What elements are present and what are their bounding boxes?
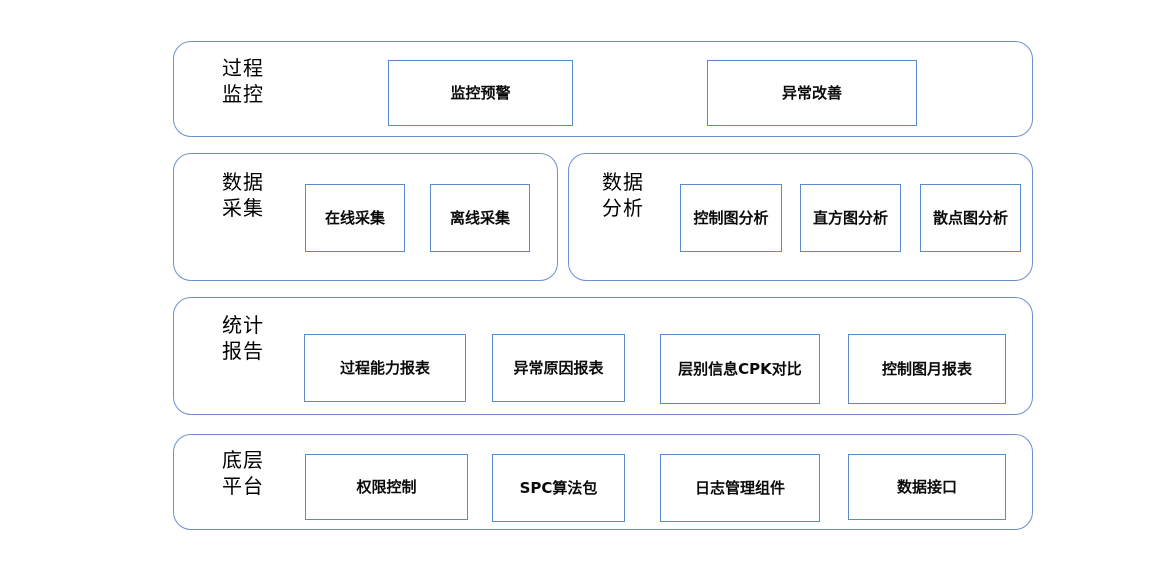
node-label-control-chart-analysis: 控制图分析 <box>693 208 769 227</box>
node-data-interface[interactable]: 数据接口 <box>848 454 1006 520</box>
node-spc-algorithm-package[interactable]: SPC算法包 <box>492 454 625 522</box>
node-label-spc-algorithm-package: SPC算法包 <box>519 478 598 497</box>
node-permission-control[interactable]: 权限控制 <box>305 454 468 520</box>
node-label-data-interface: 数据接口 <box>896 477 957 496</box>
node-label-scatter-chart-analysis: 散点图分析 <box>932 208 1008 227</box>
node-label-histogram-analysis: 直方图分析 <box>812 208 888 227</box>
layer-label-process-monitoring: 过程 监控 <box>222 58 264 106</box>
node-label-monitor-alert: 监控预警 <box>450 83 511 102</box>
layer-label-base-platform: 底层 平台 <box>222 450 264 498</box>
node-label-control-chart-monthly-report: 控制图月报表 <box>881 359 972 378</box>
node-offline-collection[interactable]: 离线采集 <box>430 184 530 252</box>
layer-label-data-collection: 数据 采集 <box>222 172 264 220</box>
node-label-cpk-comparison-report: 层别信息CPK对比 <box>678 359 802 378</box>
layer-label-data-analysis: 数据 分析 <box>602 172 644 220</box>
node-process-capability-report[interactable]: 过程能力报表 <box>304 334 466 402</box>
node-online-collection[interactable]: 在线采集 <box>305 184 405 252</box>
node-label-permission-control: 权限控制 <box>356 477 417 496</box>
node-control-chart-analysis[interactable]: 控制图分析 <box>680 184 782 252</box>
node-label-abnormal-cause-report: 异常原因报表 <box>513 358 604 377</box>
node-control-chart-monthly-report[interactable]: 控制图月报表 <box>848 334 1006 404</box>
node-label-process-capability-report: 过程能力报表 <box>339 358 430 377</box>
node-cpk-comparison-report[interactable]: 层别信息CPK对比 <box>660 334 820 404</box>
node-abnormal-improvement[interactable]: 异常改善 <box>707 60 917 126</box>
node-label-offline-collection: 离线采集 <box>449 208 510 227</box>
node-log-management-component[interactable]: 日志管理组件 <box>660 454 820 522</box>
node-monitor-alert[interactable]: 监控预警 <box>388 60 573 126</box>
node-label-log-management-component: 日志管理组件 <box>694 478 785 497</box>
node-label-online-collection: 在线采集 <box>324 208 385 227</box>
layer-label-statistical-report: 统计 报告 <box>222 315 264 363</box>
node-histogram-analysis[interactable]: 直方图分析 <box>800 184 901 252</box>
node-abnormal-cause-report[interactable]: 异常原因报表 <box>492 334 625 402</box>
node-label-abnormal-improvement: 异常改善 <box>781 83 842 102</box>
node-scatter-chart-analysis[interactable]: 散点图分析 <box>920 184 1021 252</box>
